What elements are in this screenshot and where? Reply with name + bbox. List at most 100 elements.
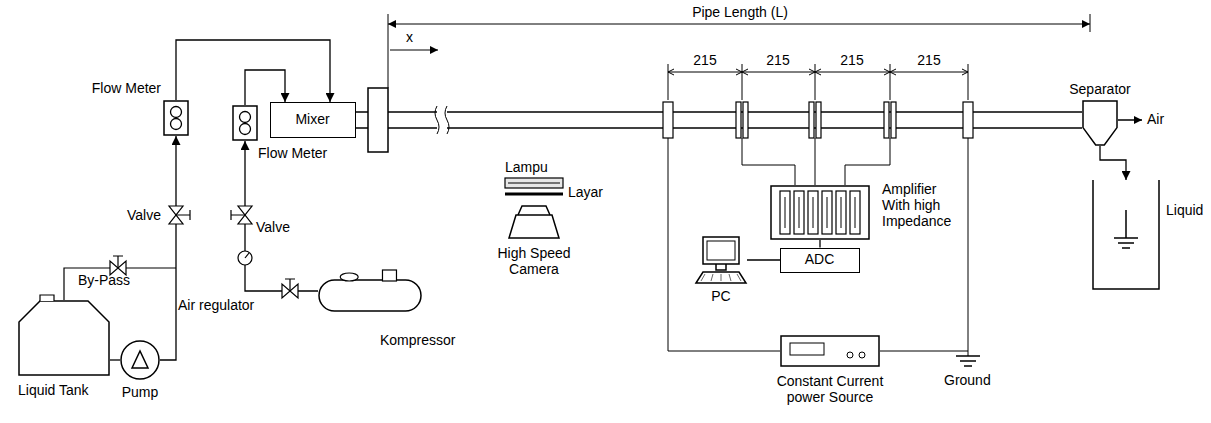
electrode-ring [743, 102, 748, 138]
flow-meter-outline [164, 101, 188, 135]
pc-computer-outline [707, 241, 735, 260]
signal-wire [668, 138, 780, 351]
axis-label: x [406, 29, 413, 45]
signal-wire [880, 351, 968, 352]
dimension-label: 215 [840, 52, 863, 68]
ground-symbol [960, 360, 976, 362]
lamp-outline [505, 178, 563, 188]
pc-computer-outline [711, 274, 713, 281]
pc-computer-outline [729, 274, 731, 281]
signal-wire [742, 138, 795, 185]
dimension-line [815, 64, 816, 100]
liquid-tank: Liquid [1092, 180, 1160, 290]
pc-computer: PC [695, 236, 747, 284]
electrode-ring [736, 102, 741, 138]
test-pipe [447, 111, 1082, 113]
flow-meter: Flow Meter [232, 105, 258, 141]
bypass-pipe [64, 268, 176, 300]
tank-shape-outline [18, 300, 110, 376]
power-source-outline [781, 336, 879, 366]
compressor: Kompressor [318, 270, 422, 312]
ground-symbol [956, 355, 980, 357]
tank-shape-outline [19, 301, 109, 375]
amplifier-outline [841, 197, 842, 228]
amplifier-outline [780, 191, 790, 234]
dimension-line [1090, 14, 1091, 32]
dimension-line [668, 72, 968, 73]
tank-shape: Liquid Tank [18, 300, 110, 376]
air-regulator-symbol [285, 279, 295, 291]
amplifier-outline [855, 197, 856, 228]
pc-computer-outline [703, 237, 739, 264]
part-label: Valve [256, 219, 290, 235]
pipe-connector [176, 40, 330, 102]
node-label: Flow Meter [89, 80, 161, 96]
amplifier-outline [836, 191, 846, 234]
node-label: Lampu [505, 159, 565, 175]
separator-outline [1083, 101, 1117, 145]
amplifier-outline [827, 197, 828, 228]
ground-symbol [964, 365, 972, 367]
compressor-outline [340, 273, 358, 281]
power-source: Constant Current power Source [780, 335, 880, 367]
node-label: High Speed Camera [489, 245, 579, 277]
amplifier-outline [822, 191, 832, 234]
screen-line [505, 193, 563, 196]
liquid-tank-outline [1093, 180, 1159, 289]
pc-computer-outline [695, 236, 747, 284]
amplifier-outline [850, 191, 860, 234]
amplifier-outline [770, 185, 870, 240]
flow-meter-outline [171, 107, 182, 118]
pc-computer-outline [701, 274, 705, 281]
power-source-outline [859, 352, 865, 358]
node-label: Amplifier With high Impedance [882, 181, 964, 229]
camera-outline [518, 206, 550, 215]
lamp-outline [505, 178, 563, 188]
pipe-connector [1100, 146, 1126, 180]
camera: High Speed Camera [508, 205, 560, 239]
pc-computer-outline [721, 274, 722, 281]
pump-symbol-outline [132, 351, 148, 368]
dimension-line [968, 64, 969, 100]
dimension-label: 215 [766, 52, 789, 68]
lamp-outline [508, 183, 560, 184]
pc-computer-outline [737, 274, 741, 281]
valve-symbol [231, 210, 245, 220]
node-label: Flow Meter [258, 145, 338, 161]
pipe-flange [368, 88, 388, 152]
node-label: Liquid Tank [18, 382, 128, 398]
separator: Separator [1082, 100, 1118, 146]
pc-computer-outline [716, 264, 726, 270]
liquid-tank-outline [1114, 210, 1138, 248]
flow-meter-outline [240, 112, 251, 123]
dimension-line [668, 64, 669, 100]
flow-meter-outline [232, 105, 258, 141]
flow-meter-outline [233, 106, 257, 140]
dimension-line [390, 50, 438, 51]
electrode-ring [891, 102, 896, 138]
electrode-ring [663, 102, 973, 138]
separator-outline [1082, 100, 1118, 146]
amplifier-outline [813, 197, 814, 228]
dimension-line [668, 69, 968, 75]
signal-wire [668, 138, 968, 356]
pipe-connector [245, 141, 318, 291]
pump-symbol-outline [121, 341, 159, 379]
pipe-flange [368, 88, 388, 152]
part-label: Ground [944, 372, 991, 388]
pipe-connector [819, 240, 820, 248]
bypass-pipe [64, 268, 176, 300]
flow-meter-outline [163, 100, 189, 136]
electrode-ring [884, 102, 889, 138]
pipe-connector [160, 136, 176, 360]
amplifier-outline [808, 191, 818, 234]
node-label: Liquid [1166, 202, 1210, 218]
node-label: Pump [110, 384, 170, 400]
lamp: Lampu [505, 178, 563, 188]
amplifier-outline [794, 191, 804, 234]
signal-wire [968, 138, 969, 356]
node-label: Constant Current power Source [765, 373, 895, 405]
ground-symbol [956, 356, 980, 366]
